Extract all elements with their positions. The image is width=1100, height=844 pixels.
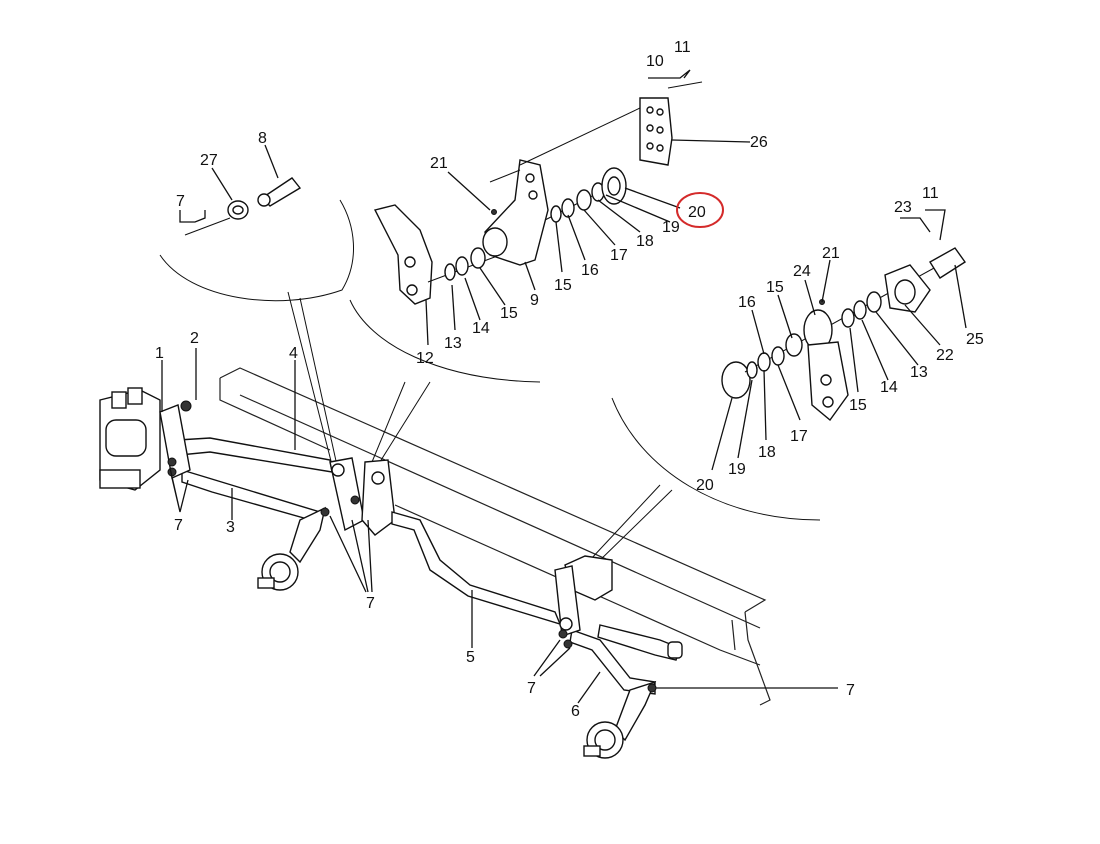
- plate-26: [519, 81, 703, 166]
- callout-11: 11: [922, 185, 939, 202]
- knuckle-left: [257, 506, 327, 591]
- callout-7: 7: [527, 680, 536, 697]
- link-rod-6: [569, 624, 683, 695]
- callout-20: 20: [696, 477, 714, 494]
- callout-18: 18: [636, 233, 654, 250]
- callout-4: 4: [289, 345, 298, 362]
- fasteners: [167, 400, 657, 693]
- callout-17: 17: [790, 428, 808, 445]
- callout-10: 10: [646, 53, 664, 70]
- cylinder-assembly: [99, 387, 161, 491]
- callout-19: 19: [728, 461, 746, 478]
- leader-lines: [161, 69, 967, 704]
- callout-24: 24: [793, 263, 811, 280]
- callout-9: 9: [530, 292, 539, 309]
- callout-8: 8: [258, 130, 267, 147]
- callout-15: 15: [554, 277, 572, 294]
- callout-20: 20: [688, 204, 706, 221]
- callout-2: 2: [190, 330, 199, 347]
- callout-6: 6: [571, 703, 580, 720]
- callout-15: 15: [766, 279, 784, 296]
- center-bracket: [329, 457, 396, 536]
- callout-21: 21: [430, 155, 448, 172]
- callout-23: 23: [894, 199, 912, 216]
- callout-17: 17: [610, 247, 628, 264]
- callout-3: 3: [226, 519, 235, 536]
- callout-labels: 1 2 3 4 5 6 7 7 7 7 7 8 9 10 11 11 12 13…: [155, 39, 984, 720]
- callout-7: 7: [366, 595, 375, 612]
- highlight-circle: [676, 192, 724, 228]
- callout-13: 13: [444, 335, 462, 352]
- exploded-center: [373, 159, 627, 305]
- callout-15: 15: [849, 397, 867, 414]
- callout-16: 16: [581, 262, 599, 279]
- right-bracket: [554, 555, 613, 637]
- frame-rail: [219, 367, 771, 706]
- callout-16: 16: [738, 294, 756, 311]
- knuckle-right: [583, 680, 657, 759]
- link-rods-left: [159, 404, 333, 523]
- callout-27: 27: [200, 152, 218, 169]
- callout-7: 7: [174, 517, 183, 534]
- zoom-bubbles: [159, 199, 821, 566]
- callout-26: 26: [750, 134, 768, 151]
- callout-19: 19: [662, 219, 680, 236]
- callout-7: 7: [176, 193, 185, 210]
- callout-14: 14: [880, 379, 898, 396]
- callout-12: 12: [416, 350, 434, 367]
- callout-25: 25: [966, 331, 984, 348]
- callout-22: 22: [936, 347, 954, 364]
- callout-7: 7: [846, 682, 855, 699]
- exploded-upper-left: [184, 177, 302, 236]
- callout-1: 1: [155, 345, 164, 362]
- callout-13: 13: [910, 364, 928, 381]
- callout-11: 11: [674, 39, 691, 56]
- callout-15: 15: [500, 305, 518, 322]
- callout-14: 14: [472, 320, 490, 337]
- callout-18: 18: [758, 444, 776, 461]
- callout-5: 5: [466, 649, 475, 666]
- callout-21: 21: [822, 245, 840, 262]
